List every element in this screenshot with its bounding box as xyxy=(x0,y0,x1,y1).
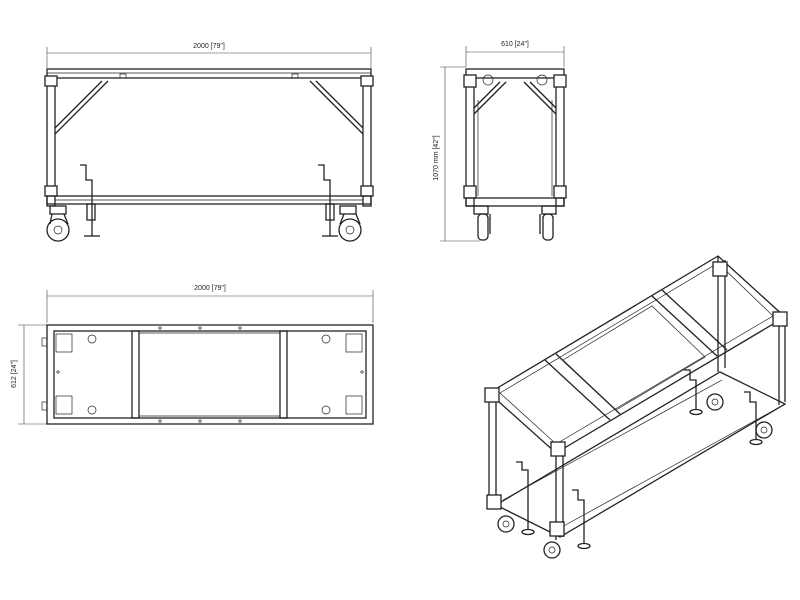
side-left-caster xyxy=(477,213,489,241)
iso-caster-front-left xyxy=(497,515,515,533)
iso-caster-back-right xyxy=(755,421,773,439)
iso-caster-back-left xyxy=(706,393,724,411)
top-cross-member-right xyxy=(279,330,288,419)
side-right-caster xyxy=(542,213,554,241)
front-right-caster xyxy=(338,218,362,242)
side-height-label: 1070 mm [42"] xyxy=(433,135,440,180)
top-depth-label: 612 [24"] xyxy=(11,360,18,388)
top-view: 2000 [79"] 612 [24"] xyxy=(11,285,374,425)
side-width-label: 610 [24"] xyxy=(501,41,529,48)
side-height-dimension: 1070 mm [42"] xyxy=(433,66,480,242)
front-width-dimension: 2000 [79"] xyxy=(46,43,372,68)
side-top-rail xyxy=(465,68,565,79)
front-bottom-rail xyxy=(46,195,372,205)
front-top-rail xyxy=(46,68,372,79)
side-bottom-rail xyxy=(465,197,565,207)
iso-caster-front-right xyxy=(543,541,561,559)
top-cross-member-left xyxy=(131,330,140,419)
side-width-dimension: 610 [24"] xyxy=(465,41,565,67)
front-width-label: 2000 [79"] xyxy=(193,43,225,50)
front-left-caster xyxy=(46,218,70,242)
top-width-label: 2000 [79"] xyxy=(194,285,226,292)
top-width-dimension: 2000 [79"] xyxy=(46,285,374,323)
side-view: 610 [24"] 1070 mm [42"] xyxy=(433,41,567,242)
isometric-view xyxy=(484,255,788,559)
top-depth-dimension: 612 [24"] xyxy=(11,324,47,425)
front-view: 2000 [79"] xyxy=(44,43,374,242)
iso-bottom-frame xyxy=(494,371,787,538)
top-outer-frame xyxy=(46,324,374,425)
